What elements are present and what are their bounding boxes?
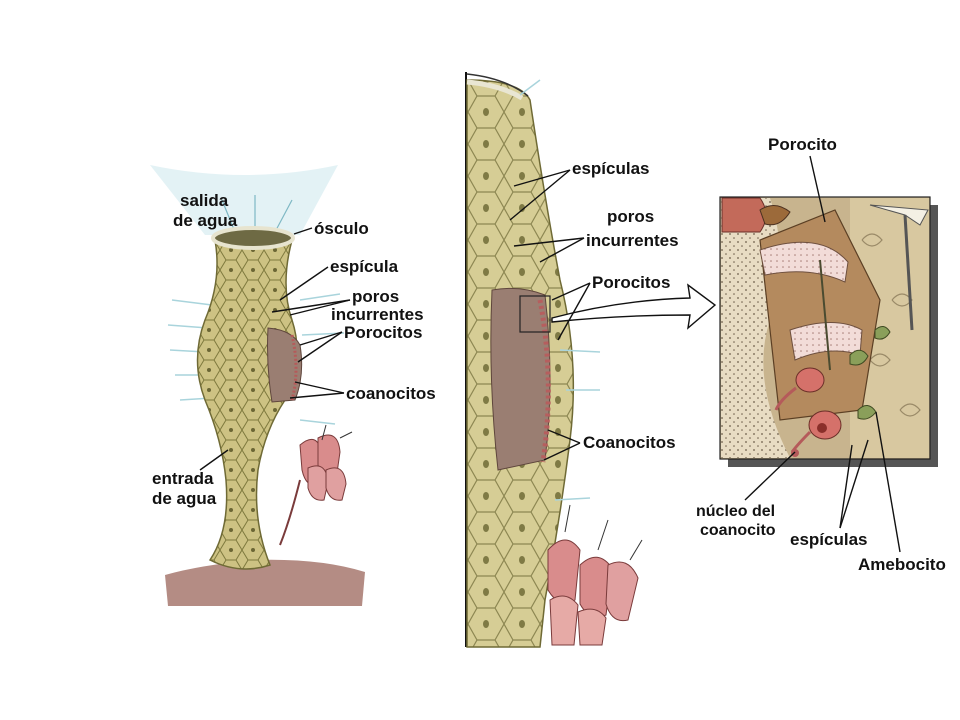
right-leader-lines — [744, 155, 901, 553]
label-poros-1: poros — [352, 287, 399, 306]
middle-closeup-illustration — [465, 72, 717, 648]
left-sponge-illustration — [150, 165, 365, 606]
label-entrada-1: entrada — [152, 469, 214, 488]
inner-cavity — [267, 327, 303, 403]
closeup-cavity — [490, 287, 551, 471]
substrate — [165, 559, 365, 606]
label-entrada-2: de agua — [152, 489, 217, 508]
label-espiculas-right: espículas — [790, 530, 868, 549]
choanocyte-cluster — [279, 424, 353, 546]
label-porocito: Porocito — [768, 135, 837, 154]
label-porocitos-mid: Porocitos — [592, 273, 670, 292]
label-poros-mid-1: poros — [607, 207, 654, 226]
label-salida-1: salida — [180, 191, 229, 210]
label-coanocitos: coanocitos — [346, 384, 436, 403]
closeup-water-lines — [519, 79, 601, 501]
label-coanocitos-mid: Coanocitos — [583, 433, 676, 452]
left-labels: salida de agua ósculo espícula poros inc… — [152, 191, 436, 508]
middle-leader-lines — [509, 169, 591, 461]
middle-labels: espículas poros incurrentes Porocitos Co… — [572, 159, 679, 452]
closeup-choanocytes — [547, 504, 643, 646]
water-outflow — [150, 165, 338, 235]
sponge-body — [196, 239, 298, 570]
label-espicula: espícula — [330, 257, 399, 276]
label-poros-mid-2: incurrentes — [586, 231, 679, 250]
label-salida-2: de agua — [173, 211, 238, 230]
zoom-arrow — [551, 283, 717, 330]
label-poros-2: incurrentes — [331, 305, 424, 324]
label-nucleo-2: coanocito — [700, 522, 776, 539]
osculum-rim — [211, 226, 295, 250]
label-porocitos: Porocitos — [344, 323, 422, 342]
detail-choanocytes — [774, 367, 842, 457]
label-espiculas-mid: espículas — [572, 159, 650, 178]
right-detail-illustration — [719, 196, 938, 467]
label-amebocito: Amebocito — [858, 555, 946, 574]
right-labels: Porocito núcleo del coanocito espículas … — [696, 135, 946, 574]
label-osculo: ósculo — [314, 219, 369, 238]
left-leader-lines — [199, 227, 351, 471]
label-nucleo-1: núcleo del — [696, 503, 775, 520]
